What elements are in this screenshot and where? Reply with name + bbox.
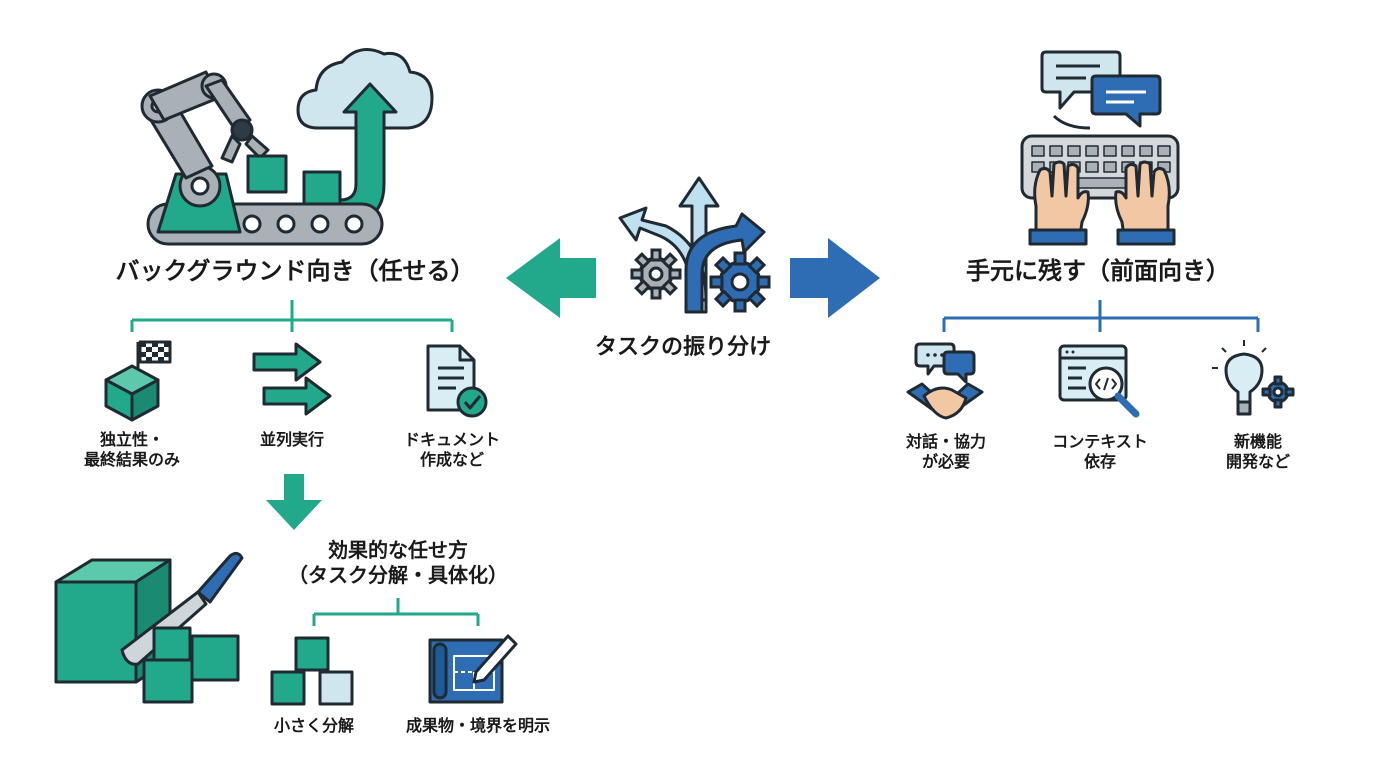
- document-check-icon: [426, 344, 488, 418]
- code-search-icon: [1058, 344, 1140, 418]
- left-item-documents: ドキュメント 作成など: [403, 430, 500, 469]
- keyboard-hands-icon: [1020, 134, 1180, 246]
- blueprint-pen-icon: [428, 634, 518, 704]
- right-item-new-features: 新機能 開発など: [1225, 432, 1290, 471]
- background-title: バックグラウンド向き（任せる）: [115, 257, 475, 285]
- foreground-title: 手元に残す（前面向き）: [966, 257, 1230, 285]
- right-item-context: コンテキスト 依存: [1052, 432, 1148, 471]
- method-tree-connector: [312, 598, 480, 626]
- cube-flag-icon: [104, 340, 172, 422]
- chat-bubbles-icon: [1040, 50, 1162, 130]
- lightbulb-gear-icon: [1212, 340, 1295, 416]
- method-item-decompose: 小さく分解: [273, 716, 354, 735]
- robot-arm-icon: [140, 48, 434, 246]
- left-arrow-icon: [506, 238, 596, 318]
- right-item-dialogue: 対話・協力 が必要: [905, 432, 986, 471]
- handshake-chat-icon: [906, 342, 984, 420]
- left-tree-connector: [130, 300, 454, 332]
- gears-icon: [630, 248, 771, 313]
- left-item-parallel: 並列実行: [259, 430, 324, 449]
- knife-cube-icon: [54, 551, 244, 704]
- method-item-define-deliverables: 成果物・境界を明示: [405, 716, 550, 735]
- right-tree-connector: [942, 300, 1260, 332]
- parallel-arrows-icon: [252, 342, 332, 416]
- small-cubes-icon: [270, 636, 354, 706]
- down-arrow-icon: [266, 474, 322, 530]
- right-arrow-icon: [790, 238, 880, 318]
- left-item-independence: 独立性・ 最終結果のみ: [83, 430, 180, 469]
- task-sorting-label: タスクの振り分け: [594, 335, 771, 360]
- delegation-method-title: 効果的な任せ方 （タスク分解・具体化）: [288, 538, 508, 587]
- split-arrows-icon: [618, 176, 766, 314]
